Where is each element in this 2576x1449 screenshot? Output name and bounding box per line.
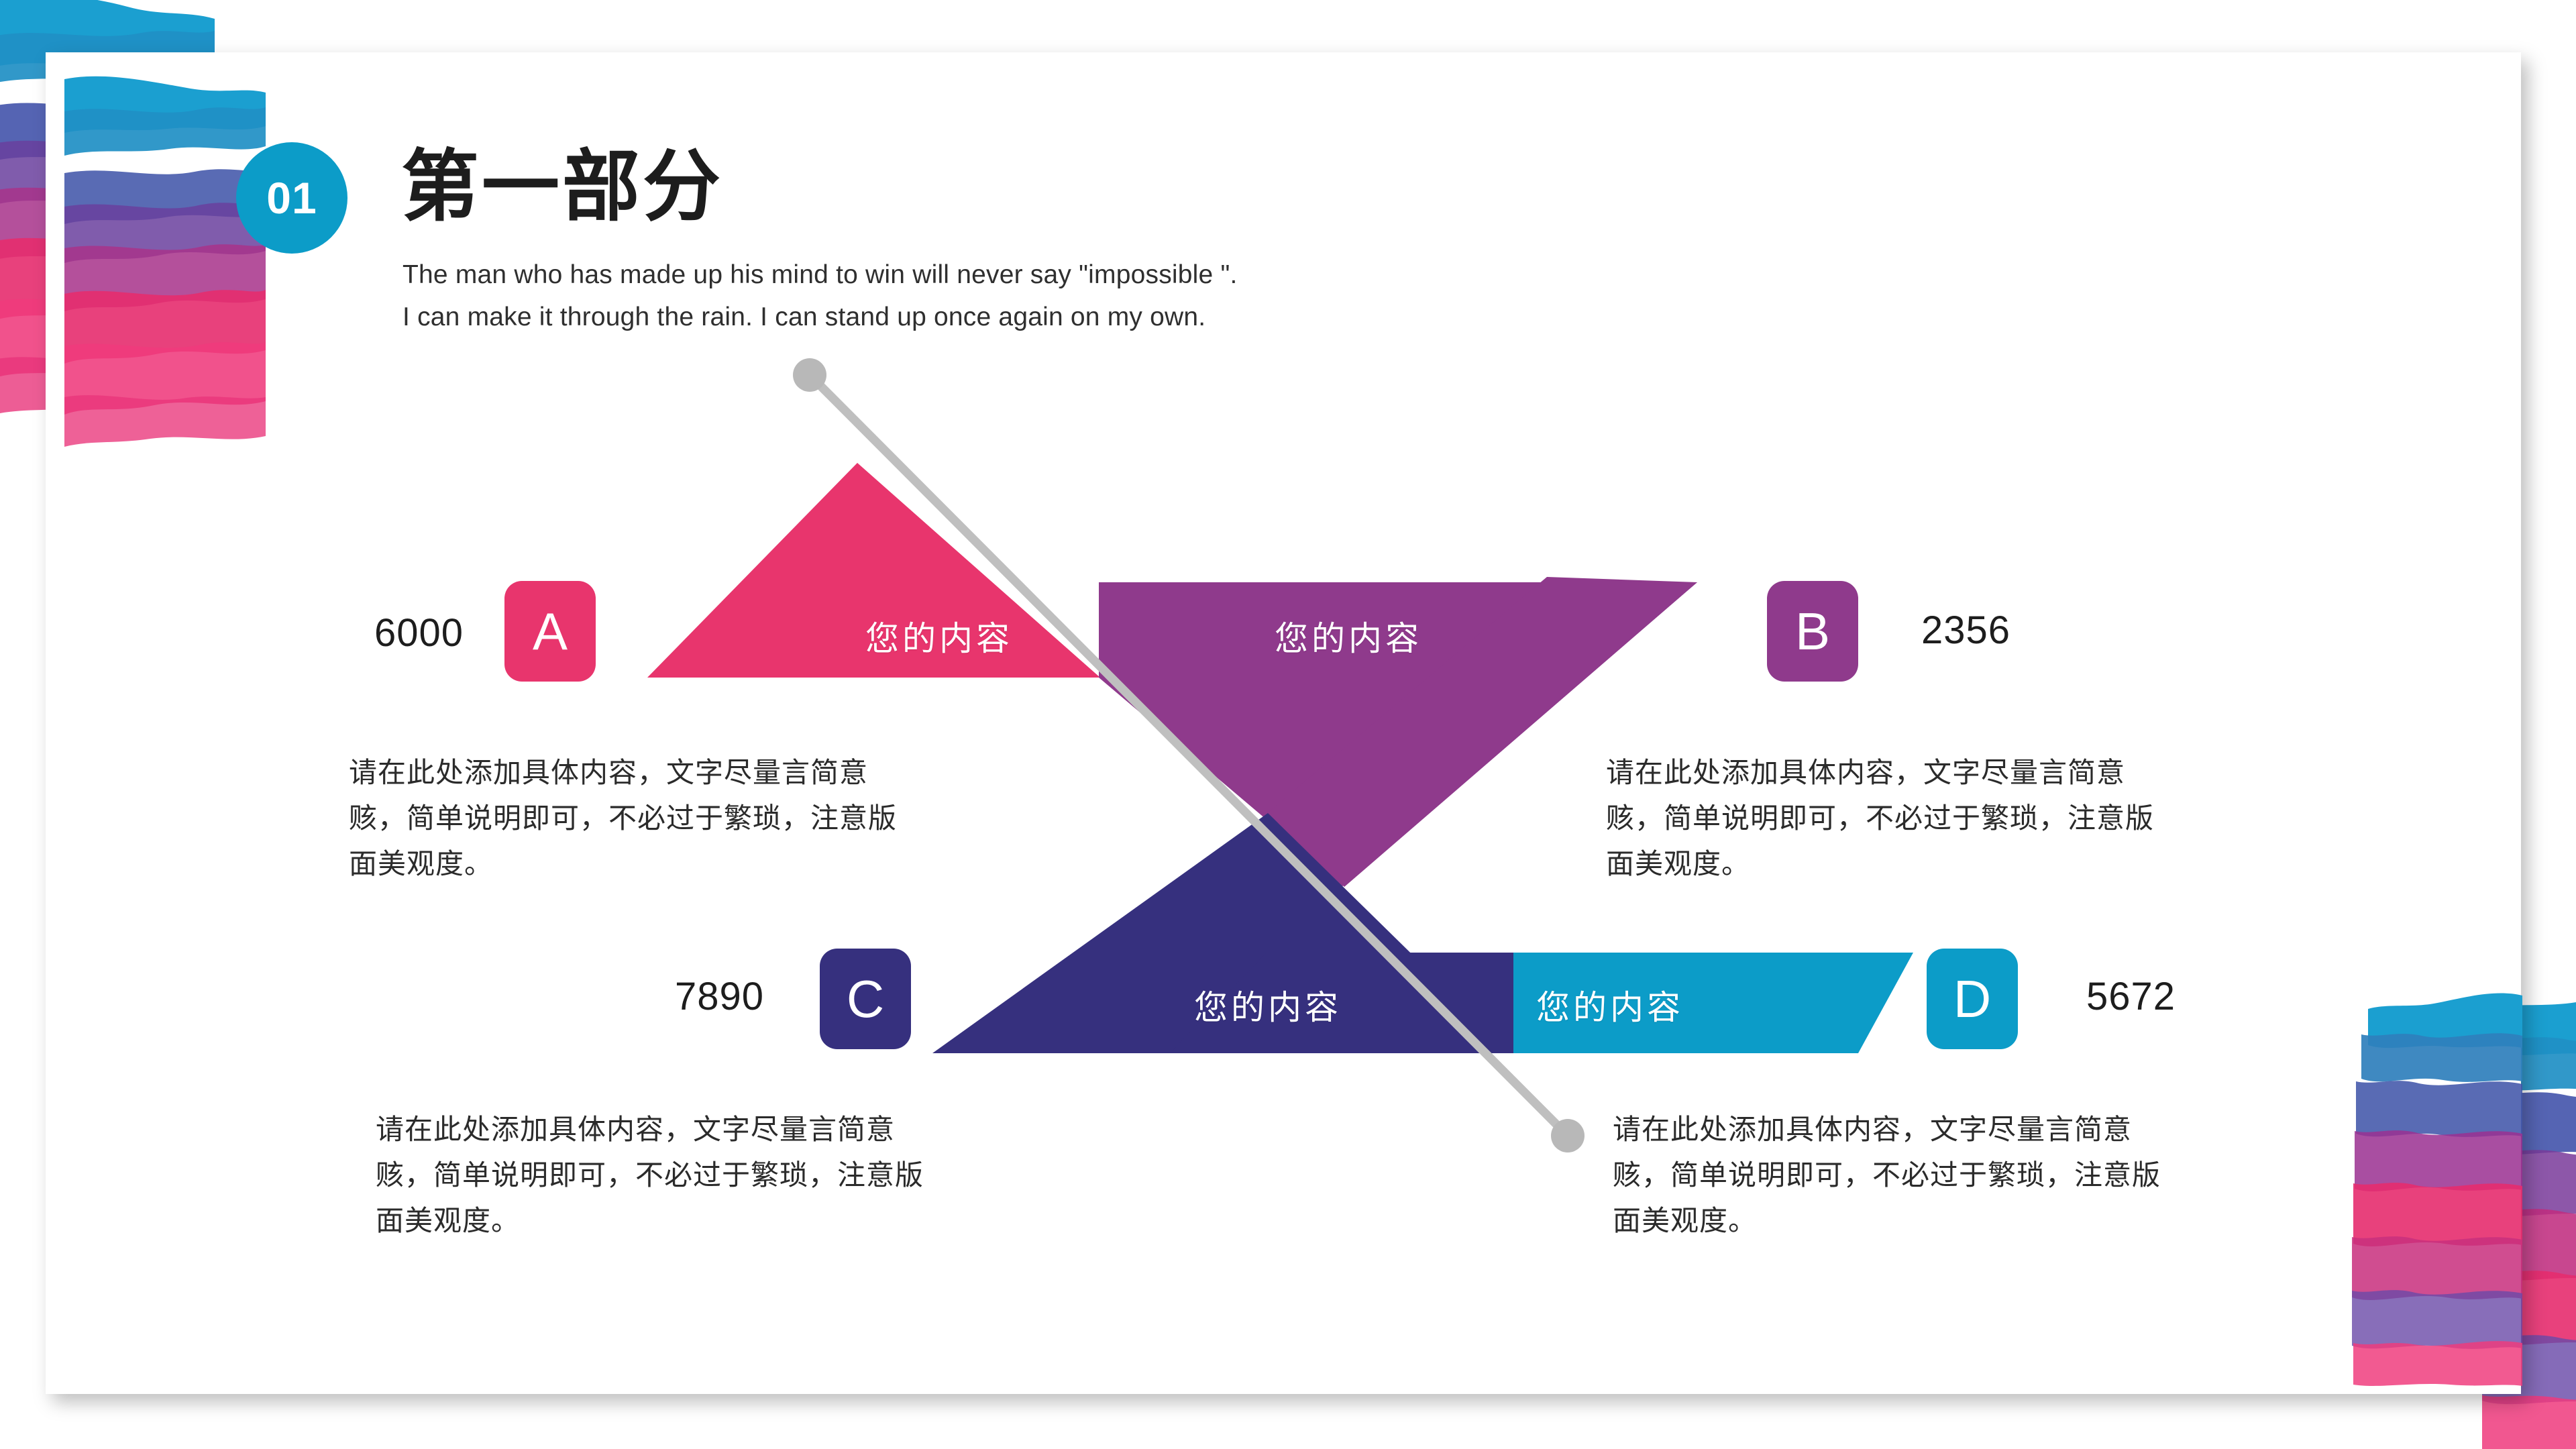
- item-value-a: 6000: [374, 611, 464, 655]
- item-badge-a[interactable]: A: [504, 581, 596, 682]
- section-number-text: 01: [266, 173, 317, 223]
- item-description-c: 请在此处添加具体内容，文字尽量言简意赅，简单说明即可，不必过于繁琐，注意版面美观…: [376, 1114, 924, 1237]
- item-badge-a-letter: A: [532, 602, 568, 661]
- item-badge-c[interactable]: C: [820, 949, 911, 1049]
- item-value-b: 2356: [1921, 608, 2011, 652]
- ribbon-label-c: 您的内容: [1194, 989, 1342, 1026]
- item-badge-d-letter: D: [1953, 969, 1992, 1028]
- item-description-a: 请在此处添加具体内容，文字尽量言简意赅，简单说明即可，不必过于繁琐，注意版面美观…: [349, 757, 898, 880]
- item-value-c: 7890: [675, 975, 765, 1018]
- ribbon-label-d: 您的内容: [1536, 989, 1684, 1026]
- item-description-b: 请在此处添加具体内容，文字尽量言简意赅，简单说明即可，不必过于繁琐，注意版面美观…: [1606, 757, 2155, 880]
- item-badge-b-letter: B: [1794, 602, 1831, 661]
- item-description-d: 请在此处添加具体内容，文字尽量言简意赅，简单说明即可，不必过于繁琐，注意版面美观…: [1613, 1114, 2161, 1237]
- item-badge-d[interactable]: D: [1927, 949, 2018, 1049]
- subtitle-line-2: I can make it through the rain. I can st…: [402, 303, 1206, 332]
- item-badge-c-letter: C: [846, 969, 885, 1028]
- page-title: 第一部分: [401, 143, 723, 230]
- ribbon-segment-d[interactable]: [1513, 953, 1913, 1053]
- ribbon-label-b: 您的内容: [1275, 620, 1422, 657]
- section-number-badge: 01: [236, 142, 347, 254]
- subtitle-block: The man who has made up his mind to win …: [402, 254, 1238, 338]
- subtitle-line-1: The man who has made up his mind to win …: [402, 260, 1238, 289]
- item-badge-b[interactable]: B: [1767, 581, 1858, 682]
- ribbon-label-a: 您的内容: [865, 620, 1013, 657]
- item-value-d: 5672: [2086, 975, 2176, 1018]
